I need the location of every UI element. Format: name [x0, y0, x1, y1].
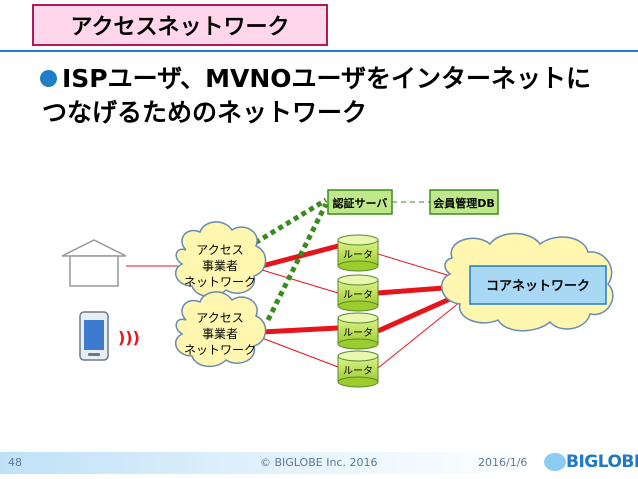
member-db-node: 会員管理DB	[429, 189, 499, 215]
page-number: 48	[8, 456, 22, 469]
router-4-label: ルータ	[343, 365, 373, 377]
auth-server-node: 認証サーバ	[327, 189, 393, 215]
footer-bar	[0, 452, 538, 474]
auth-server-links	[238, 197, 329, 322]
auth-server-label: 認証サーバ	[333, 196, 388, 210]
smartphone-icon	[79, 311, 109, 361]
router-3-label: ルータ	[343, 327, 373, 339]
slide-title: アクセスネットワーク	[70, 15, 290, 40]
wireless-signal-icon: )))	[118, 328, 140, 347]
cloud-to-router-links	[261, 243, 339, 368]
access-cloud-bottom-line-2: 事業者	[202, 327, 238, 341]
access-cloud-bottom-line-1: アクセス	[196, 311, 243, 325]
core-network-cloud: コアネットワーク	[440, 232, 614, 332]
slide-date: 2016/1/6	[478, 456, 528, 469]
bullet-icon	[40, 70, 57, 87]
core-network-label: コアネットワーク	[486, 279, 590, 294]
logo-wordmark: BIGLOBE	[566, 452, 638, 472]
router-1: ルータ	[337, 234, 379, 272]
biglobe-logo: BIGLOBE	[544, 448, 638, 476]
access-cloud-top-line-2: 事業者	[202, 259, 238, 273]
access-cloud-top-line-3: ネットワーク	[184, 275, 256, 289]
copyright: © BIGLOBE Inc. 2016	[260, 456, 378, 469]
access-cloud-top-line-1: アクセス	[196, 243, 243, 257]
member-db-label: 会員管理DB	[433, 196, 495, 210]
router-1-label: ルータ	[343, 249, 373, 261]
title-divider	[0, 50, 638, 52]
access-network-cloud-bottom: アクセス 事業者 ネットワーク	[174, 291, 267, 368]
router-2-label: ルータ	[343, 289, 373, 301]
router-3: ルータ	[337, 312, 379, 350]
access-cloud-bottom-line-3: ネットワーク	[184, 343, 256, 357]
router-4: ルータ	[337, 350, 379, 388]
footer: 48 © BIGLOBE Inc. 2016 2016/1/6	[0, 452, 638, 479]
bullet-text: ISPユーザ、MVNOユーザをインターネットに つなげるためのネットワーク	[42, 62, 632, 130]
logo-mark-icon	[544, 453, 566, 471]
bullet-line-1: ISPユーザ、MVNOユーザをインターネットに	[62, 64, 592, 93]
house-icon	[61, 239, 127, 287]
access-network-cloud-top: アクセス 事業者 ネットワーク	[174, 221, 267, 298]
bullet-line-2: つなげるためのネットワーク	[42, 98, 368, 127]
router-2: ルータ	[337, 274, 379, 312]
slide-title-box: アクセスネットワーク	[32, 4, 328, 46]
